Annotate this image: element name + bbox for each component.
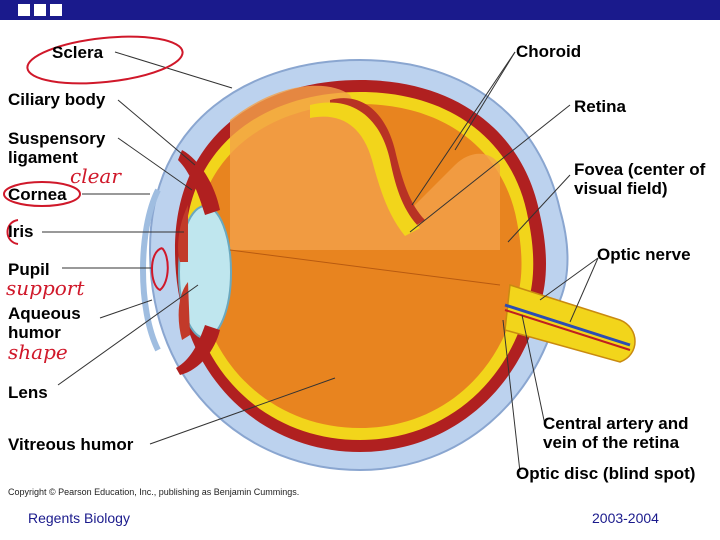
label-cornea: Cornea [8, 185, 67, 204]
label-optic-nerve: Optic nerve [597, 245, 691, 264]
leader-choroid [411, 51, 516, 206]
central-vessels [504, 303, 631, 347]
leader-sclera [114, 51, 233, 89]
label-lens: Lens [8, 383, 48, 402]
leader-aqueous [99, 299, 153, 319]
retina-flap [310, 102, 420, 237]
footer-left: Regents Biology [28, 510, 130, 526]
label-ciliary-body: Ciliary body [8, 90, 106, 109]
leader-vitreous [149, 377, 336, 445]
iris-shape [178, 205, 190, 340]
title-bar-dot [18, 4, 30, 16]
leader-retina [409, 104, 571, 233]
leader-lens [57, 284, 199, 386]
copyright-notice: Copyright © Pearson Education, Inc., pub… [8, 487, 300, 497]
annotation-circle-cornea [3, 181, 81, 207]
label-choroid: Choroid [516, 42, 582, 61]
label-retina: Retina [574, 97, 626, 116]
cutaway-section [230, 85, 500, 250]
leader-optic-nerve [569, 257, 599, 323]
label-vitreous-humor: Vitreous humor [8, 435, 134, 454]
label-sclera: Sclera [52, 43, 104, 62]
leader-optic-disc [502, 319, 521, 473]
label-optic-disc: Optic disc (blind spot) [516, 464, 696, 483]
label-aqueous-humor: Aqueous humor [8, 304, 81, 342]
leader-choroid [454, 51, 516, 151]
annotation-support: support [6, 276, 85, 300]
label-central-artery: Central artery and vein of the retina [543, 414, 689, 452]
label-suspensory-ligament: Suspensory ligament [8, 129, 106, 167]
section-line [229, 249, 501, 286]
annotation-circle-sclera [26, 35, 184, 85]
leader-fovea [507, 174, 571, 243]
title-bar-dot [50, 4, 62, 16]
leader-ciliary [117, 99, 196, 166]
title-bar [0, 0, 720, 20]
annotation-pupil-marker [151, 247, 169, 292]
title-bar-dot [34, 4, 46, 16]
optic-nerve-shape [504, 284, 636, 363]
label-fovea: Fovea (center of visual field) [574, 160, 706, 198]
leader-suspensory [117, 137, 193, 191]
annotation-bracket-iris [6, 219, 19, 245]
footer-right: 2003-2004 [592, 510, 659, 526]
label-pupil: Pupil [8, 260, 50, 279]
central-vessels [504, 309, 631, 351]
cornea-shape [140, 188, 161, 352]
ciliary-body-shape [176, 150, 220, 375]
label-iris: Iris [8, 222, 34, 241]
eye-diagram [3, 35, 636, 473]
annotation-clear: clear [70, 164, 121, 188]
leader-optic-nerve [539, 257, 599, 301]
leader-central-artery [521, 314, 546, 426]
annotation-shape: shape [8, 340, 68, 364]
